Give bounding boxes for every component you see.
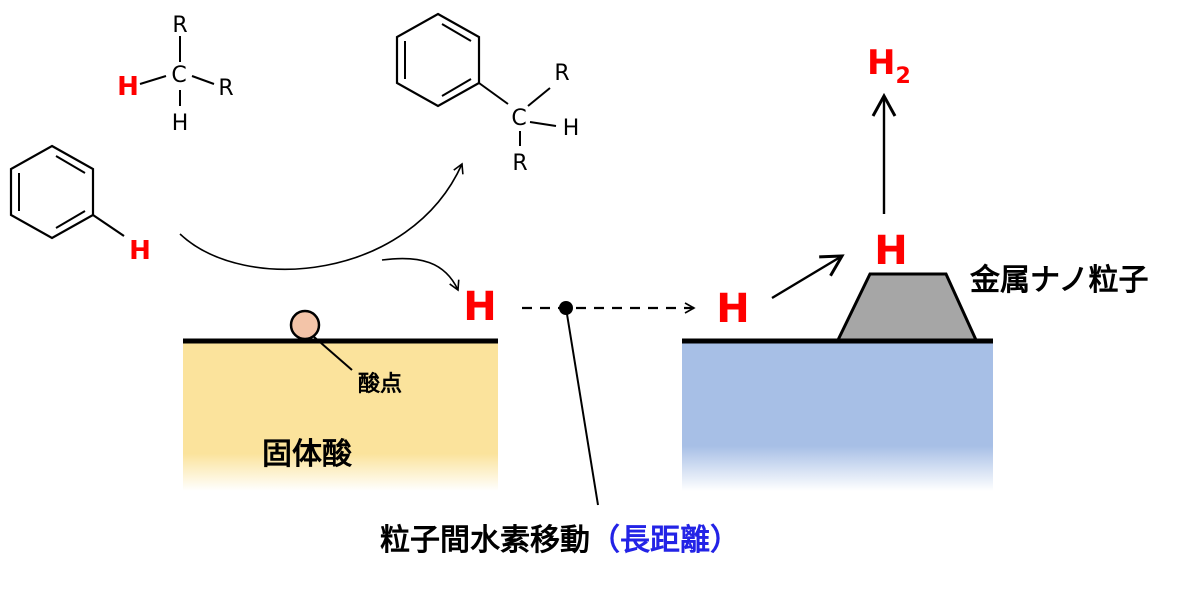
product-h-right: H <box>563 116 580 141</box>
metal-nanoparticle-label: 金属ナノ粒子 <box>969 263 1149 298</box>
alkane-h-bottom: H <box>172 111 189 136</box>
spillover-note: （長距離） <box>590 523 740 558</box>
migration-arrow <box>771 254 845 300</box>
alkane-r-right: R <box>218 76 233 101</box>
product-r-bottom: R <box>512 151 527 176</box>
solid-acid-label: 固体酸 <box>262 437 353 472</box>
h2-symbol: H <box>867 43 895 83</box>
alkane-r-top: R <box>172 13 187 38</box>
solid-acid-block <box>183 341 498 491</box>
acid-site-label: 酸点 <box>358 371 402 397</box>
product-molecule: R C H R <box>395 12 580 176</box>
spillover-label: 粒子間水素移動 <box>380 523 590 558</box>
alkane-h-left: H <box>117 72 139 102</box>
acid-site <box>289 309 321 341</box>
h2-label: H2 <box>867 43 911 89</box>
product-r-top: R <box>554 61 569 86</box>
product-c: C <box>511 106 526 131</box>
benzene-h: H <box>129 236 151 266</box>
benzene-molecule: H <box>9 144 151 266</box>
acid-site-leader <box>312 335 353 371</box>
reaction-arrow <box>179 162 464 270</box>
hydrogen-on-acid: H <box>463 284 496 330</box>
spillover-leader <box>565 307 599 506</box>
alkane-c: C <box>171 63 186 88</box>
support-block <box>682 341 993 491</box>
hydrogen-on-metal: H <box>874 228 907 274</box>
hydrogen-transfer-arrow <box>381 257 460 292</box>
h2-subscript: 2 <box>895 64 910 89</box>
spillover-caption: 粒子間水素移動（長距離） <box>380 523 740 558</box>
alkane-molecule: R H C R H <box>117 13 234 136</box>
metal-nanoparticle <box>835 272 979 342</box>
hydrogen-on-support: H <box>716 286 749 332</box>
